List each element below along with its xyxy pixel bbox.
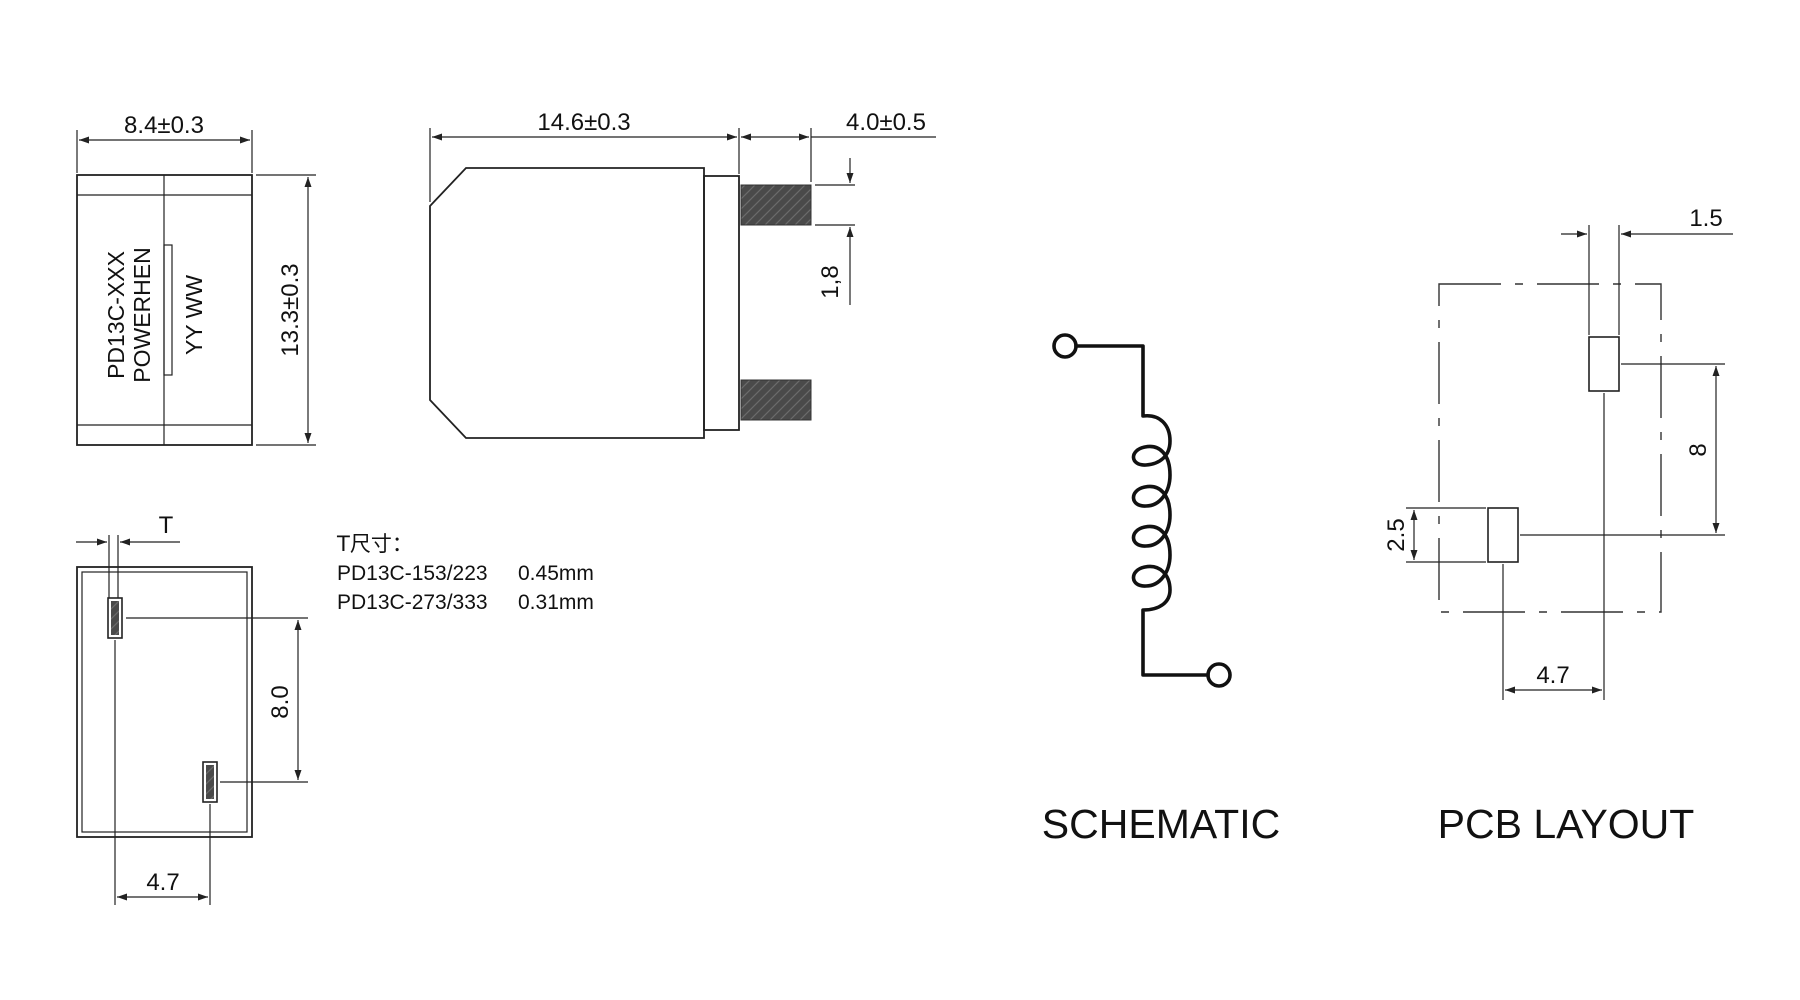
- schematic: SCHEMATIC: [1042, 333, 1280, 847]
- bottom-view-inner: [81, 571, 248, 833]
- lead-length-dim: 4.0±0.5: [846, 109, 926, 136]
- t-dim-label: T: [159, 512, 174, 539]
- t-note-row-2-value: 0.31mm: [518, 591, 594, 614]
- top-width-dim: 8.4±0.3: [124, 112, 204, 139]
- pcb-pad-height-dim: 2.5: [1383, 518, 1410, 551]
- side-view: 14.6±0.3 4.0±0.5 1,8: [429, 109, 936, 439]
- schematic-caption: SCHEMATIC: [1042, 801, 1280, 847]
- pcb-pad-width-dim: 1.5: [1689, 205, 1722, 232]
- marking-line-2: POWERHEN: [129, 247, 155, 382]
- lead-lower: [740, 379, 812, 421]
- pcb-pad-upper: [1588, 336, 1620, 392]
- t-note-row-1-value: 0.45mm: [518, 562, 594, 585]
- bottom-pitch-v-dim: 8.0: [267, 685, 294, 718]
- t-dimension-note: T尺寸： PD13C-153/223 0.45mm PD13C-273/333 …: [336, 532, 594, 614]
- bottom-view-outer: [76, 566, 253, 838]
- inductor-symbol: [1074, 344, 1210, 677]
- bottom-pitch-h-dim: 4.7: [146, 869, 179, 896]
- marking-line-3: YY WW: [181, 275, 207, 355]
- lead-upper: [740, 184, 812, 226]
- bottom-view: T 8.0 4.7: [76, 512, 308, 905]
- side-view-base: [703, 175, 740, 431]
- t-note-row-1-model: PD13C-153/223: [337, 562, 488, 585]
- t-note-title: T尺寸：: [336, 532, 413, 556]
- schematic-terminal-bottom: [1206, 662, 1232, 688]
- top-view: PD13C-XXX POWERHEN YY WW 8.4±0.3 13.3±0.…: [76, 112, 316, 446]
- pcb-pitch-h-dim: 4.7: [1536, 662, 1569, 689]
- marking-slot: [163, 244, 173, 376]
- side-view-body: [429, 167, 705, 439]
- pcb-layout-caption: PCB LAYOUT: [1438, 801, 1695, 847]
- pcb-outline: [1438, 283, 1662, 613]
- side-length-dim: 14.6±0.3: [537, 109, 630, 136]
- schematic-terminal-top: [1052, 333, 1078, 359]
- pcb-layout: 1.5 8 2.5 4.7 PCB LAYOUT: [1383, 205, 1733, 847]
- t-note-row-2-model: PD13C-273/333: [337, 591, 488, 614]
- lead-width-dim: 1,8: [817, 265, 844, 298]
- marking-line-1: PD13C-XXX: [103, 251, 129, 379]
- top-height-dim: 13.3±0.3: [277, 263, 304, 356]
- pcb-pitch-v-dim: 8: [1685, 443, 1712, 456]
- pcb-pad-lower: [1487, 507, 1519, 563]
